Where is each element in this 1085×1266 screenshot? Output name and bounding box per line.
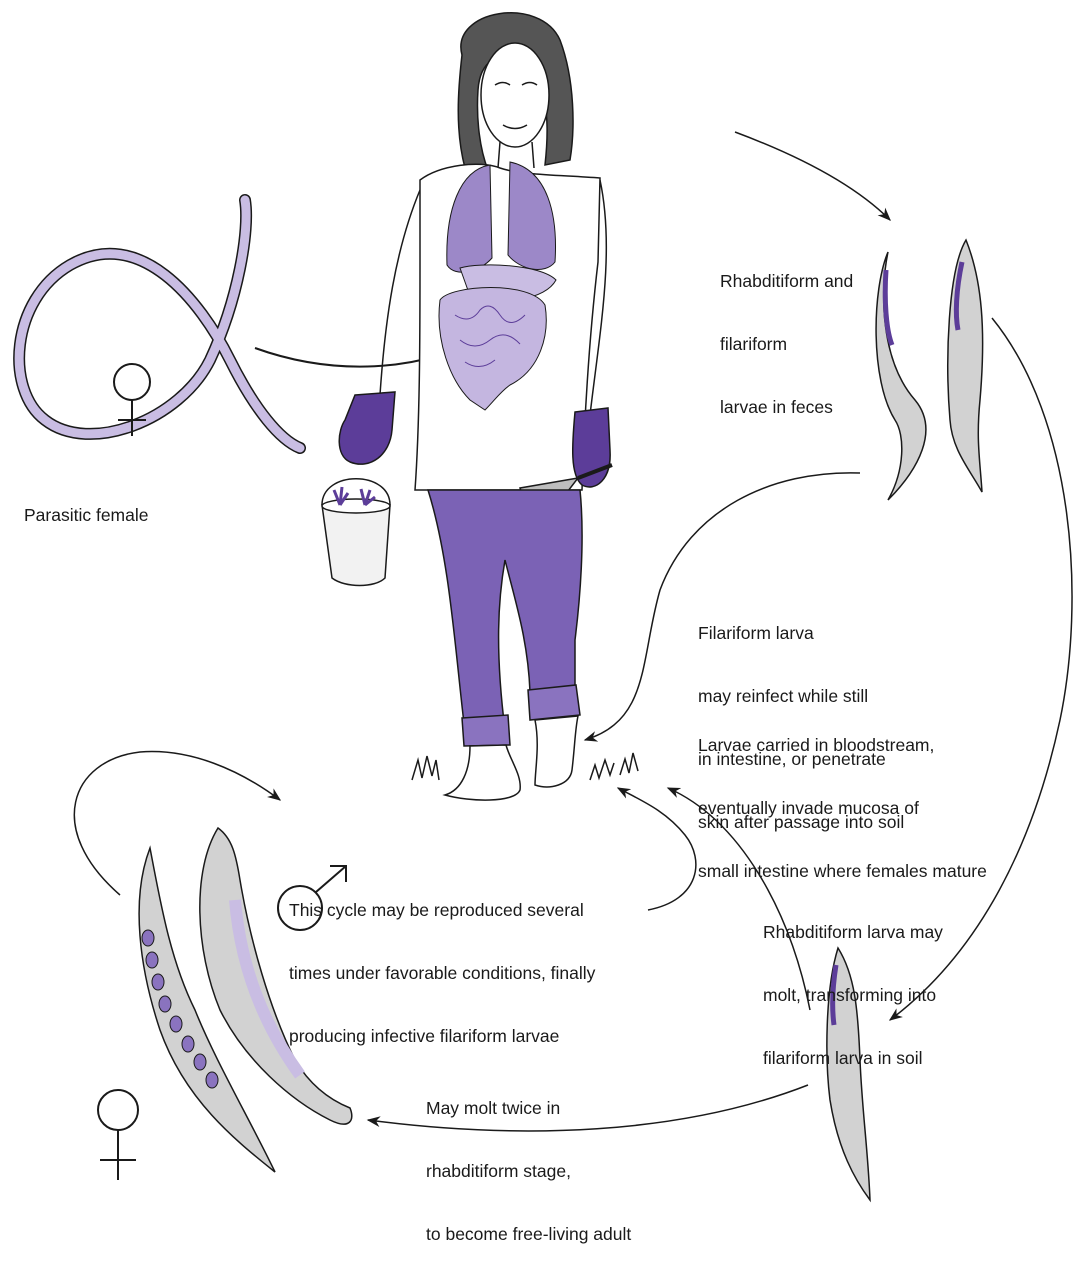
label-line: filariform larva in soil bbox=[763, 1048, 943, 1069]
label-line: to become free-living adult bbox=[426, 1224, 631, 1245]
label-line: rhabditiform stage, bbox=[426, 1161, 631, 1182]
label-line: molt, transforming into bbox=[763, 985, 943, 1006]
label-larvae-in-feces: Rhabditiform and filariform larvae in fe… bbox=[720, 229, 853, 439]
label-line: Filariform larva bbox=[698, 623, 904, 644]
label-cycle-reproduced: This cycle may be reproduced several tim… bbox=[289, 858, 595, 1068]
woman-gardener-figure bbox=[322, 13, 638, 800]
parasitic-female-worm bbox=[19, 200, 300, 448]
label-line: eventually invade mucosa of bbox=[698, 798, 987, 819]
label-line: producing infective filariform larvae bbox=[289, 1026, 595, 1047]
strongyloides-life-cycle-diagram: Parasitic female Rhabditiform and filari… bbox=[0, 0, 1085, 1218]
label-line: larvae in feces bbox=[720, 397, 853, 418]
label-parasitic-female: Parasitic female bbox=[24, 505, 149, 526]
label-bloodstream: Larvae carried in bloodstream, eventuall… bbox=[698, 693, 987, 903]
label-molt-twice: May molt twice in rhabditiform stage, to… bbox=[426, 1056, 631, 1266]
label-line: times under favorable conditions, finall… bbox=[289, 963, 595, 984]
label-line: May molt twice in bbox=[426, 1098, 631, 1119]
arrow-cycle-to-skin bbox=[618, 788, 696, 910]
label-line: small intestine where females mature bbox=[698, 861, 987, 882]
arrow-to-feces bbox=[735, 132, 890, 220]
label-line: This cycle may be reproduced several bbox=[289, 900, 595, 921]
female-symbol-free-living bbox=[98, 1090, 138, 1180]
rhabditiform-larva-feces bbox=[876, 252, 926, 500]
label-line: Larvae carried in bloodstream, bbox=[698, 735, 987, 756]
label-line: Rhabditiform and bbox=[720, 271, 853, 292]
label-line: filariform bbox=[720, 334, 853, 355]
arrow-adults-to-cycle bbox=[74, 752, 280, 895]
filariform-larva-feces bbox=[948, 240, 983, 492]
label-rhabditiform-molt-soil: Rhabditiform larva may molt, transformin… bbox=[763, 880, 943, 1090]
label-line: Rhabditiform larva may bbox=[763, 922, 943, 943]
